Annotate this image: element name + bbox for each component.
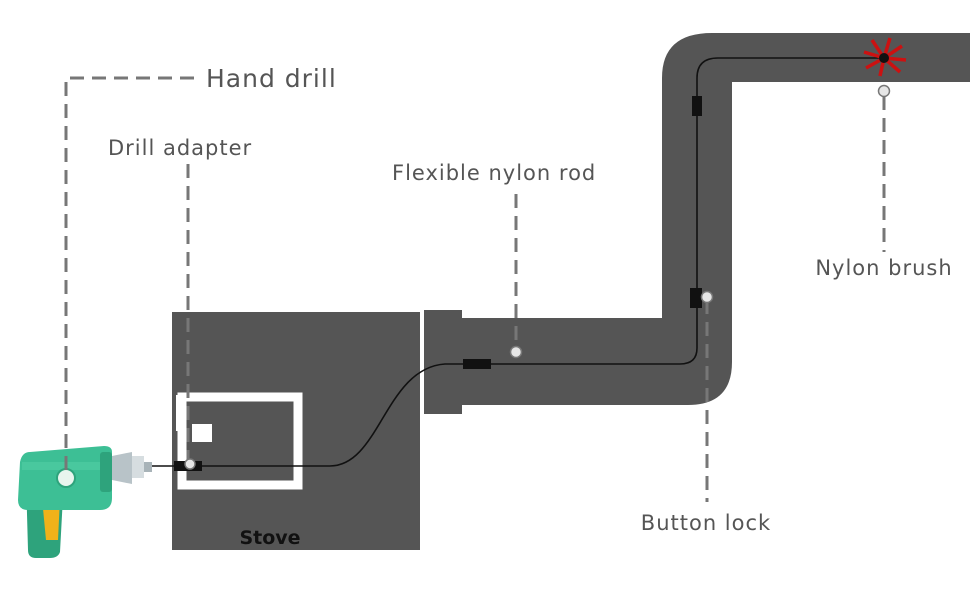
button-lock-connector [690, 288, 702, 308]
rod-connector [463, 359, 491, 369]
stove: Stove [172, 312, 420, 550]
label-nylon-brush: Nylon brush [815, 256, 952, 280]
chimney-pipe [458, 33, 970, 405]
label-drill-adapter: Drill adapter [108, 136, 252, 160]
label-button-lock: Button lock [641, 511, 771, 535]
flue-collar [424, 310, 462, 414]
rod-connector [692, 96, 702, 116]
marker-flexible-nylon-rod [509, 345, 523, 359]
nylon-brush-icon [863, 37, 907, 77]
label-flexible-nylon-rod: Flexible nylon rod [392, 161, 596, 185]
flexible-nylon-rod [150, 57, 882, 467]
hand-drill-icon [18, 446, 152, 558]
stove-label: Stove [239, 527, 300, 549]
marker-button-lock [700, 290, 714, 304]
label-hand-drill: Hand drill [206, 64, 337, 93]
marker-drill-adapter [184, 458, 196, 470]
marker-nylon-brush [877, 84, 891, 98]
